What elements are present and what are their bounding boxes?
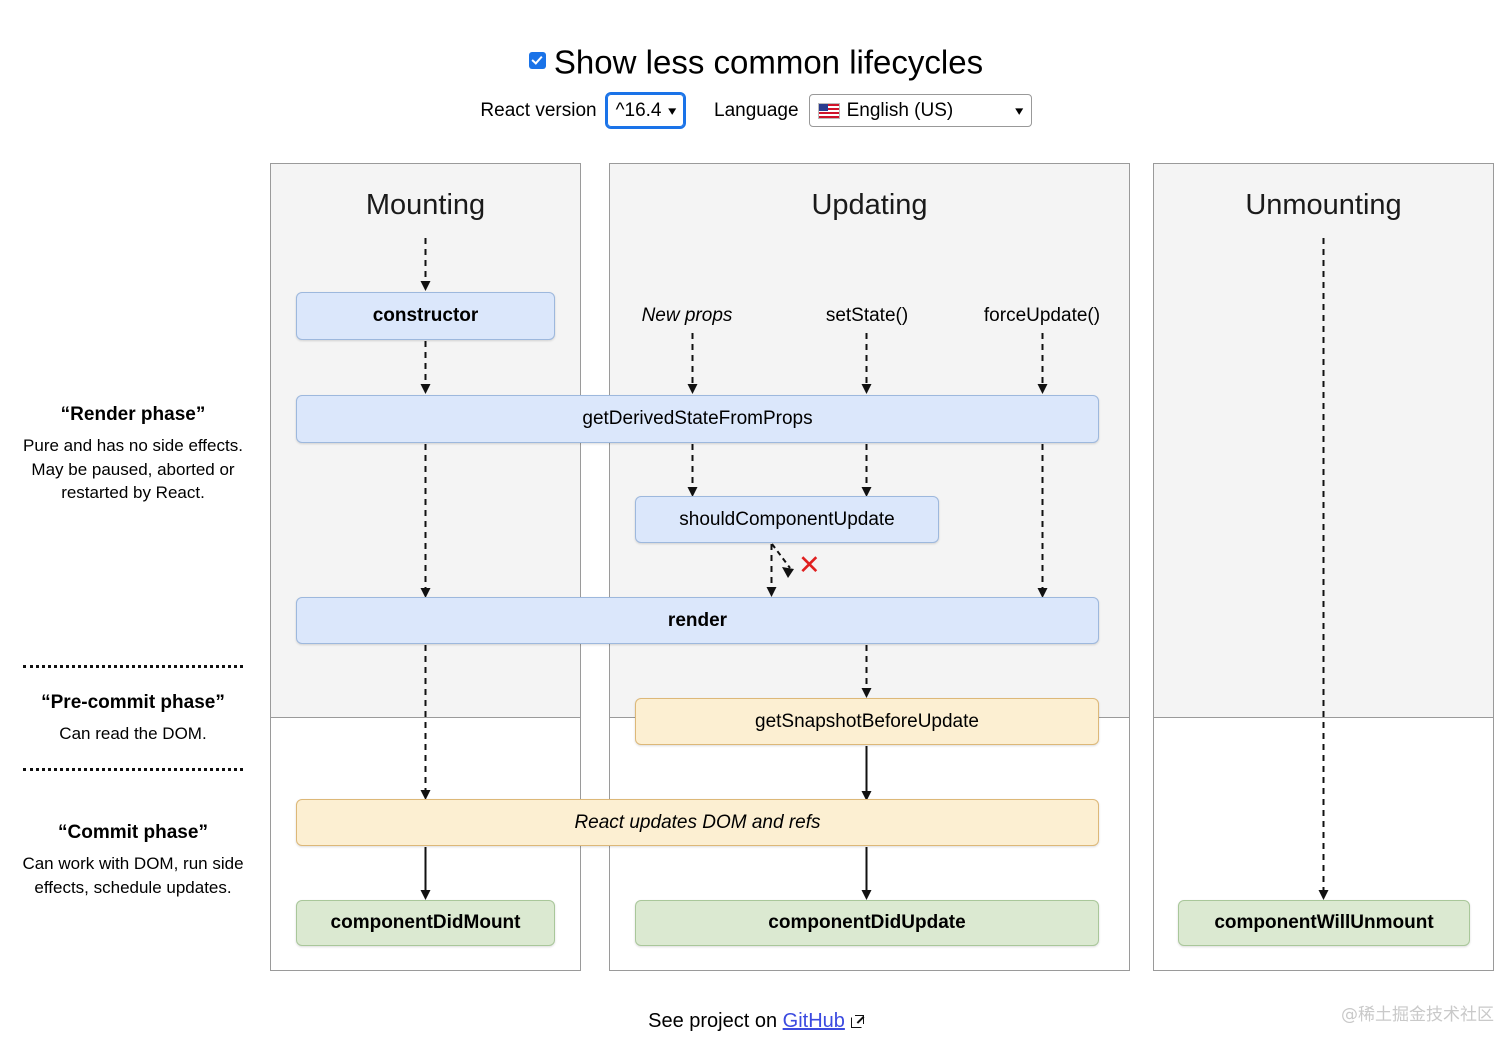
phase-body: Can work with DOM, run side effects, sch… xyxy=(22,854,244,897)
arrow-solid xyxy=(860,847,873,901)
page-title: Show less common lifecycles xyxy=(0,38,1512,84)
arrow-solid xyxy=(860,746,873,802)
footer-text: See project on xyxy=(648,1010,783,1032)
column-title-updating: Updating xyxy=(811,189,928,221)
arrow-skip-branch xyxy=(770,543,802,580)
lifecycle-component-did-update[interactable]: componentDidUpdate xyxy=(635,900,1099,946)
show-less-common-lifecycles-toggle[interactable] xyxy=(528,51,554,71)
lifecycle-constructor[interactable]: constructor xyxy=(296,292,555,340)
phase-note-render: “Render phase” Pure and has no side effe… xyxy=(20,404,246,505)
arrow-dashed xyxy=(419,645,432,801)
us-flag-icon xyxy=(817,102,840,119)
column-title-unmounting: Unmounting xyxy=(1245,189,1402,221)
arrow-dashed xyxy=(765,544,778,598)
arrow-dashed xyxy=(419,444,432,599)
language-label: Language xyxy=(714,99,799,121)
github-link[interactable]: GitHub xyxy=(782,1010,845,1032)
phase-note-pre-commit: “Pre-commit phase” Can read the DOM. xyxy=(20,692,246,746)
language-select[interactable]: English (US) ▾ xyxy=(808,94,1032,127)
footer: See project on GitHub xyxy=(0,1008,1512,1034)
arrow-dashed xyxy=(860,444,873,498)
arrow-dashed xyxy=(860,645,873,699)
arrow-dashed xyxy=(1317,238,1330,901)
external-link-icon xyxy=(850,1015,865,1028)
lifecycle-render[interactable]: render xyxy=(296,597,1099,644)
arrow-solid xyxy=(419,847,432,901)
chevron-down-icon: ▾ xyxy=(1015,103,1024,118)
phase-note-commit: “Commit phase” Can work with DOM, run si… xyxy=(20,822,246,899)
lifecycle-should-component-update[interactable]: shouldComponentUpdate xyxy=(635,496,939,543)
skip-render-x-icon: ✕ xyxy=(798,550,821,581)
trigger-set-state: setState() xyxy=(825,305,909,326)
react-version-select[interactable]: ^16.4 ▾ xyxy=(604,92,687,129)
phase-title: “Pre-commit phase” xyxy=(41,692,225,713)
arrow-dashed xyxy=(1036,444,1049,599)
lifecycle-component-did-mount[interactable]: componentDidMount xyxy=(296,900,555,946)
arrow-dashed xyxy=(860,333,873,395)
phase-divider-top xyxy=(23,665,243,668)
checkbox-label: Show less common lifecycles xyxy=(553,43,984,81)
phase-body: Pure and has no side effects. May be pau… xyxy=(23,436,243,502)
arrow-dashed xyxy=(419,238,432,292)
language-value: English (US) xyxy=(846,99,954,121)
phase-title: “Render phase” xyxy=(60,404,206,425)
trigger-force-update: forceUpdate() xyxy=(983,305,1101,326)
lifecycle-get-snapshot-before-update[interactable]: getSnapshotBeforeUpdate xyxy=(635,698,1099,745)
arrow-dashed xyxy=(1036,333,1049,395)
lifecycle-component-will-unmount[interactable]: componentWillUnmount xyxy=(1178,900,1470,946)
react-version-value: ^16.4 xyxy=(615,99,662,121)
column-title-mounting: Mounting xyxy=(365,189,486,221)
controls-bar: React version ^16.4 ▾ Language English (… xyxy=(0,92,1512,129)
phase-body: Can read the DOM. xyxy=(59,724,207,743)
arrow-dashed xyxy=(419,341,432,395)
react-version-label: React version xyxy=(480,99,597,121)
lifecycle-get-derived-state-from-props[interactable]: getDerivedStateFromProps xyxy=(296,395,1099,443)
chevron-down-icon: ▾ xyxy=(667,103,676,118)
lifecycle-react-updates-dom[interactable]: React updates DOM and refs xyxy=(296,799,1099,846)
arrow-dashed xyxy=(686,333,699,395)
phase-legend: “Render phase” Pure and has no side effe… xyxy=(0,0,266,1049)
arrow-dashed xyxy=(686,444,699,498)
trigger-new-props: New props xyxy=(641,305,733,326)
checkbox-icon[interactable] xyxy=(528,51,546,69)
phase-divider-bottom xyxy=(23,768,243,771)
watermark: @稀土掘金技术社区 xyxy=(1341,1005,1494,1025)
phase-title: “Commit phase” xyxy=(58,822,208,843)
